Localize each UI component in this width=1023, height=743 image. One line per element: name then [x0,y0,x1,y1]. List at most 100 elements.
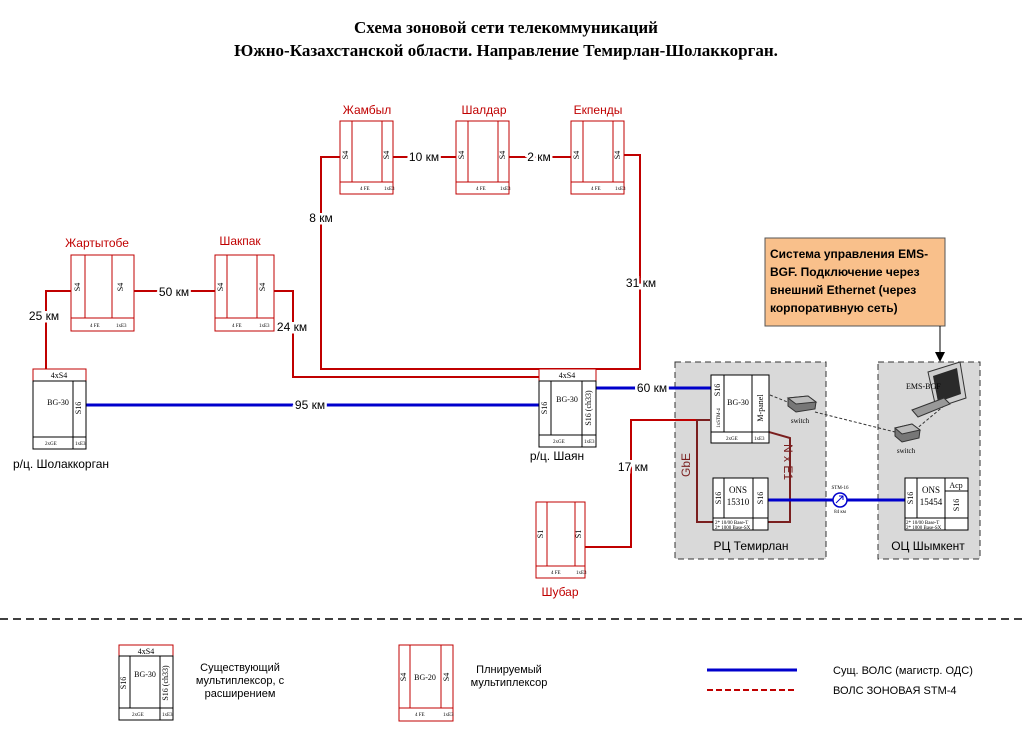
port-s4-left: S4 [457,151,466,159]
mux-sub-label: 4 FE [476,187,486,192]
ems-text-3: внешний Ethernet (через [770,283,916,297]
mux-zhambyl: S4 S4 4 FE 1xE3 [339,120,395,195]
legend-planned-mux-text-2: мультиплексор [471,677,548,689]
port-s4-right: S4 [116,283,125,291]
pc-icon: EMS-BGF [906,361,967,418]
mux-sub-label-2: 1xE3 [443,713,454,718]
mux-sub-label-2: 1xE3 [615,187,626,192]
dist-zhambyl-shaldar: 10 км [409,150,439,164]
port-s4-right: S4 [498,151,507,159]
port-s16-right: S16 [952,499,961,511]
switch-label: switch [791,417,810,425]
mux-sub-label: 2xGE [132,713,144,718]
switch-icon-2: switch [893,423,922,455]
site-shymkent: ОЦ Шымкент [891,539,965,553]
mux-shayan: 4xS4 S16 BG-30 S16 (ch33) 2xGE 1xE3 [538,368,597,448]
port-s16-left: S16 [906,492,915,504]
link-zhambyl-shayan [320,156,557,370]
port-s16-ch: S16 (ch33) [584,390,593,426]
mux-temirlan-ons15310: S16 ONS 15310 S16 2* 10/00 Base-T 2* 100… [712,477,769,531]
mux-sub-label: 2xGE [45,442,57,447]
legend-existing-mux-text-3: расширением [205,688,276,700]
site-shayan: р/ц. Шаян [530,449,584,463]
mux-shubar: S1 S1 4 FE 1xE3 [535,501,587,579]
mux-sub-label-2: 1xE3 [576,571,587,576]
port-s4-right: S4 [613,151,622,159]
gbe-link [696,419,713,523]
mux-sub-label-2: 1xE3 [754,437,765,442]
mux-ekpendy: S4 S4 4 FE 1xE3 [570,120,626,195]
legend-existing-mux-text-1: Существующий [200,662,280,674]
port-s1-left: S1 [536,530,545,538]
mux-temirlan-bg30: S16 1xSTM-4 BG-30 M-panel 2xGE 1xE3 [710,374,770,444]
ems-text-2: BGF. Подключение через [770,265,920,279]
mux-shakpak: S4 S4 4 FE 1xE3 [214,254,275,332]
mux-sub-label: 4 FE [415,713,425,718]
legend-zonal-link-text: ВОЛС ЗОНОВАЯ STM-4 [833,685,957,697]
dist-zhartytobe-sholak: 25 км [29,309,59,323]
legend-existing-link-text: Сущ. ВОЛС (магистр. ОДС) [833,665,973,677]
site-sholakkorgan: р/ц. Шолаккорган [13,457,109,471]
mux-model: BG-30 [727,398,749,407]
mux-sub-label-2: 1xE3 [116,324,127,329]
zonal-links [45,154,791,548]
legend-existing-mux-text-2: мультиплексор, с [196,675,285,687]
dist-zhambyl-shayan: 8 км [309,211,333,225]
stm16-label: STM-16 [832,486,849,491]
port-s4-right: S4 [258,283,267,291]
port-s16: S16 [713,384,722,396]
port-s16-ch: S16 (ch33) [161,665,170,701]
title-line-2: Южно-Казахстанской области. Направление … [234,41,778,60]
mux-sub-label: 2* 10/00 Base-T [906,521,939,526]
mux-sub-label: 4 FE [232,324,242,329]
port-s16: S16 [74,402,83,414]
port-s1-right: S1 [574,530,583,538]
legend-planned-mux: S4 BG-20 S4 4 FE 1xE3 [398,644,454,722]
acp-label: Acp [949,481,962,490]
mux-sub-label-2: 1xE3 [75,442,86,447]
port-s16-right: S16 [756,492,765,504]
mux-sub-label-2: 1xE3 [384,187,395,192]
legend-existing-mux: 4xS4 S16 BG-30 S16 (ch33) 2xGE 1xE3 [118,644,174,721]
dist-shubar-temirlan: 17 км [618,460,648,474]
dist-zhartytobe-shakpak: 50 км [159,285,189,299]
port-s16: S16 [119,677,128,689]
ems-text-4: корпоративную сеть) [770,301,898,315]
mux-sub-label-2: 1xE3 [500,187,511,192]
mux-shaldar: S4 S4 4 FE 1xE3 [455,120,511,195]
port-s4-right: S4 [442,673,451,681]
link-shubar-temirlan [584,419,710,548]
mux-model-2: 15454 [920,497,943,507]
port-s16-left: S16 [714,492,723,504]
mux-sub-label: 4 FE [90,324,100,329]
mux-sub-label: 4 FE [360,187,370,192]
legend-planned-mux-text-1: Плнируемый [476,664,542,676]
mux-sub-label: 2xGE [726,437,738,442]
mux-model-2: 15310 [727,497,750,507]
switch-label: switch [897,447,916,455]
mux-sub-label: 4 FE [551,571,561,576]
mux-sub-label-2: 1xE3 [584,440,595,445]
site-shubar: Шубар [541,585,578,599]
port-stm4: 1xSTM-4 [717,408,722,428]
mux-model: BG-30 [556,395,578,404]
port-s4-left: S4 [341,151,350,159]
mux-model: BG-30 [134,670,156,679]
mux-sub-label-2: 2* 1000 Base-SX [906,526,942,531]
port-s4-right: S4 [382,151,391,159]
mux-sub-label: 2* 10/00 Base-T [715,521,748,526]
mux-sub-label-2: 2* 1000 Base-SX [715,526,751,531]
mux-sub-label: 4 FE [591,187,601,192]
link-zhartytobe-sholak [45,290,71,369]
ems-box: Система управления EMS- BGF. Подключение… [764,237,946,362]
link-ekpendy-shayan [557,154,641,370]
mux-sub-label-2: 1xE3 [162,713,173,718]
dist-sholak-shayan: 95 км [295,398,325,412]
stm16-km: 84 км [834,510,847,515]
distance-labels: 10 км 2 км 50 км 8 км 31 км 25 км 24 км … [26,148,669,477]
title-line-1: Схема зоновой сети телекоммуникаций [354,18,658,37]
port-s4-left: S4 [399,673,408,681]
mux-sub-label: 2xGE [553,440,565,445]
port-s4-left: S4 [73,283,82,291]
